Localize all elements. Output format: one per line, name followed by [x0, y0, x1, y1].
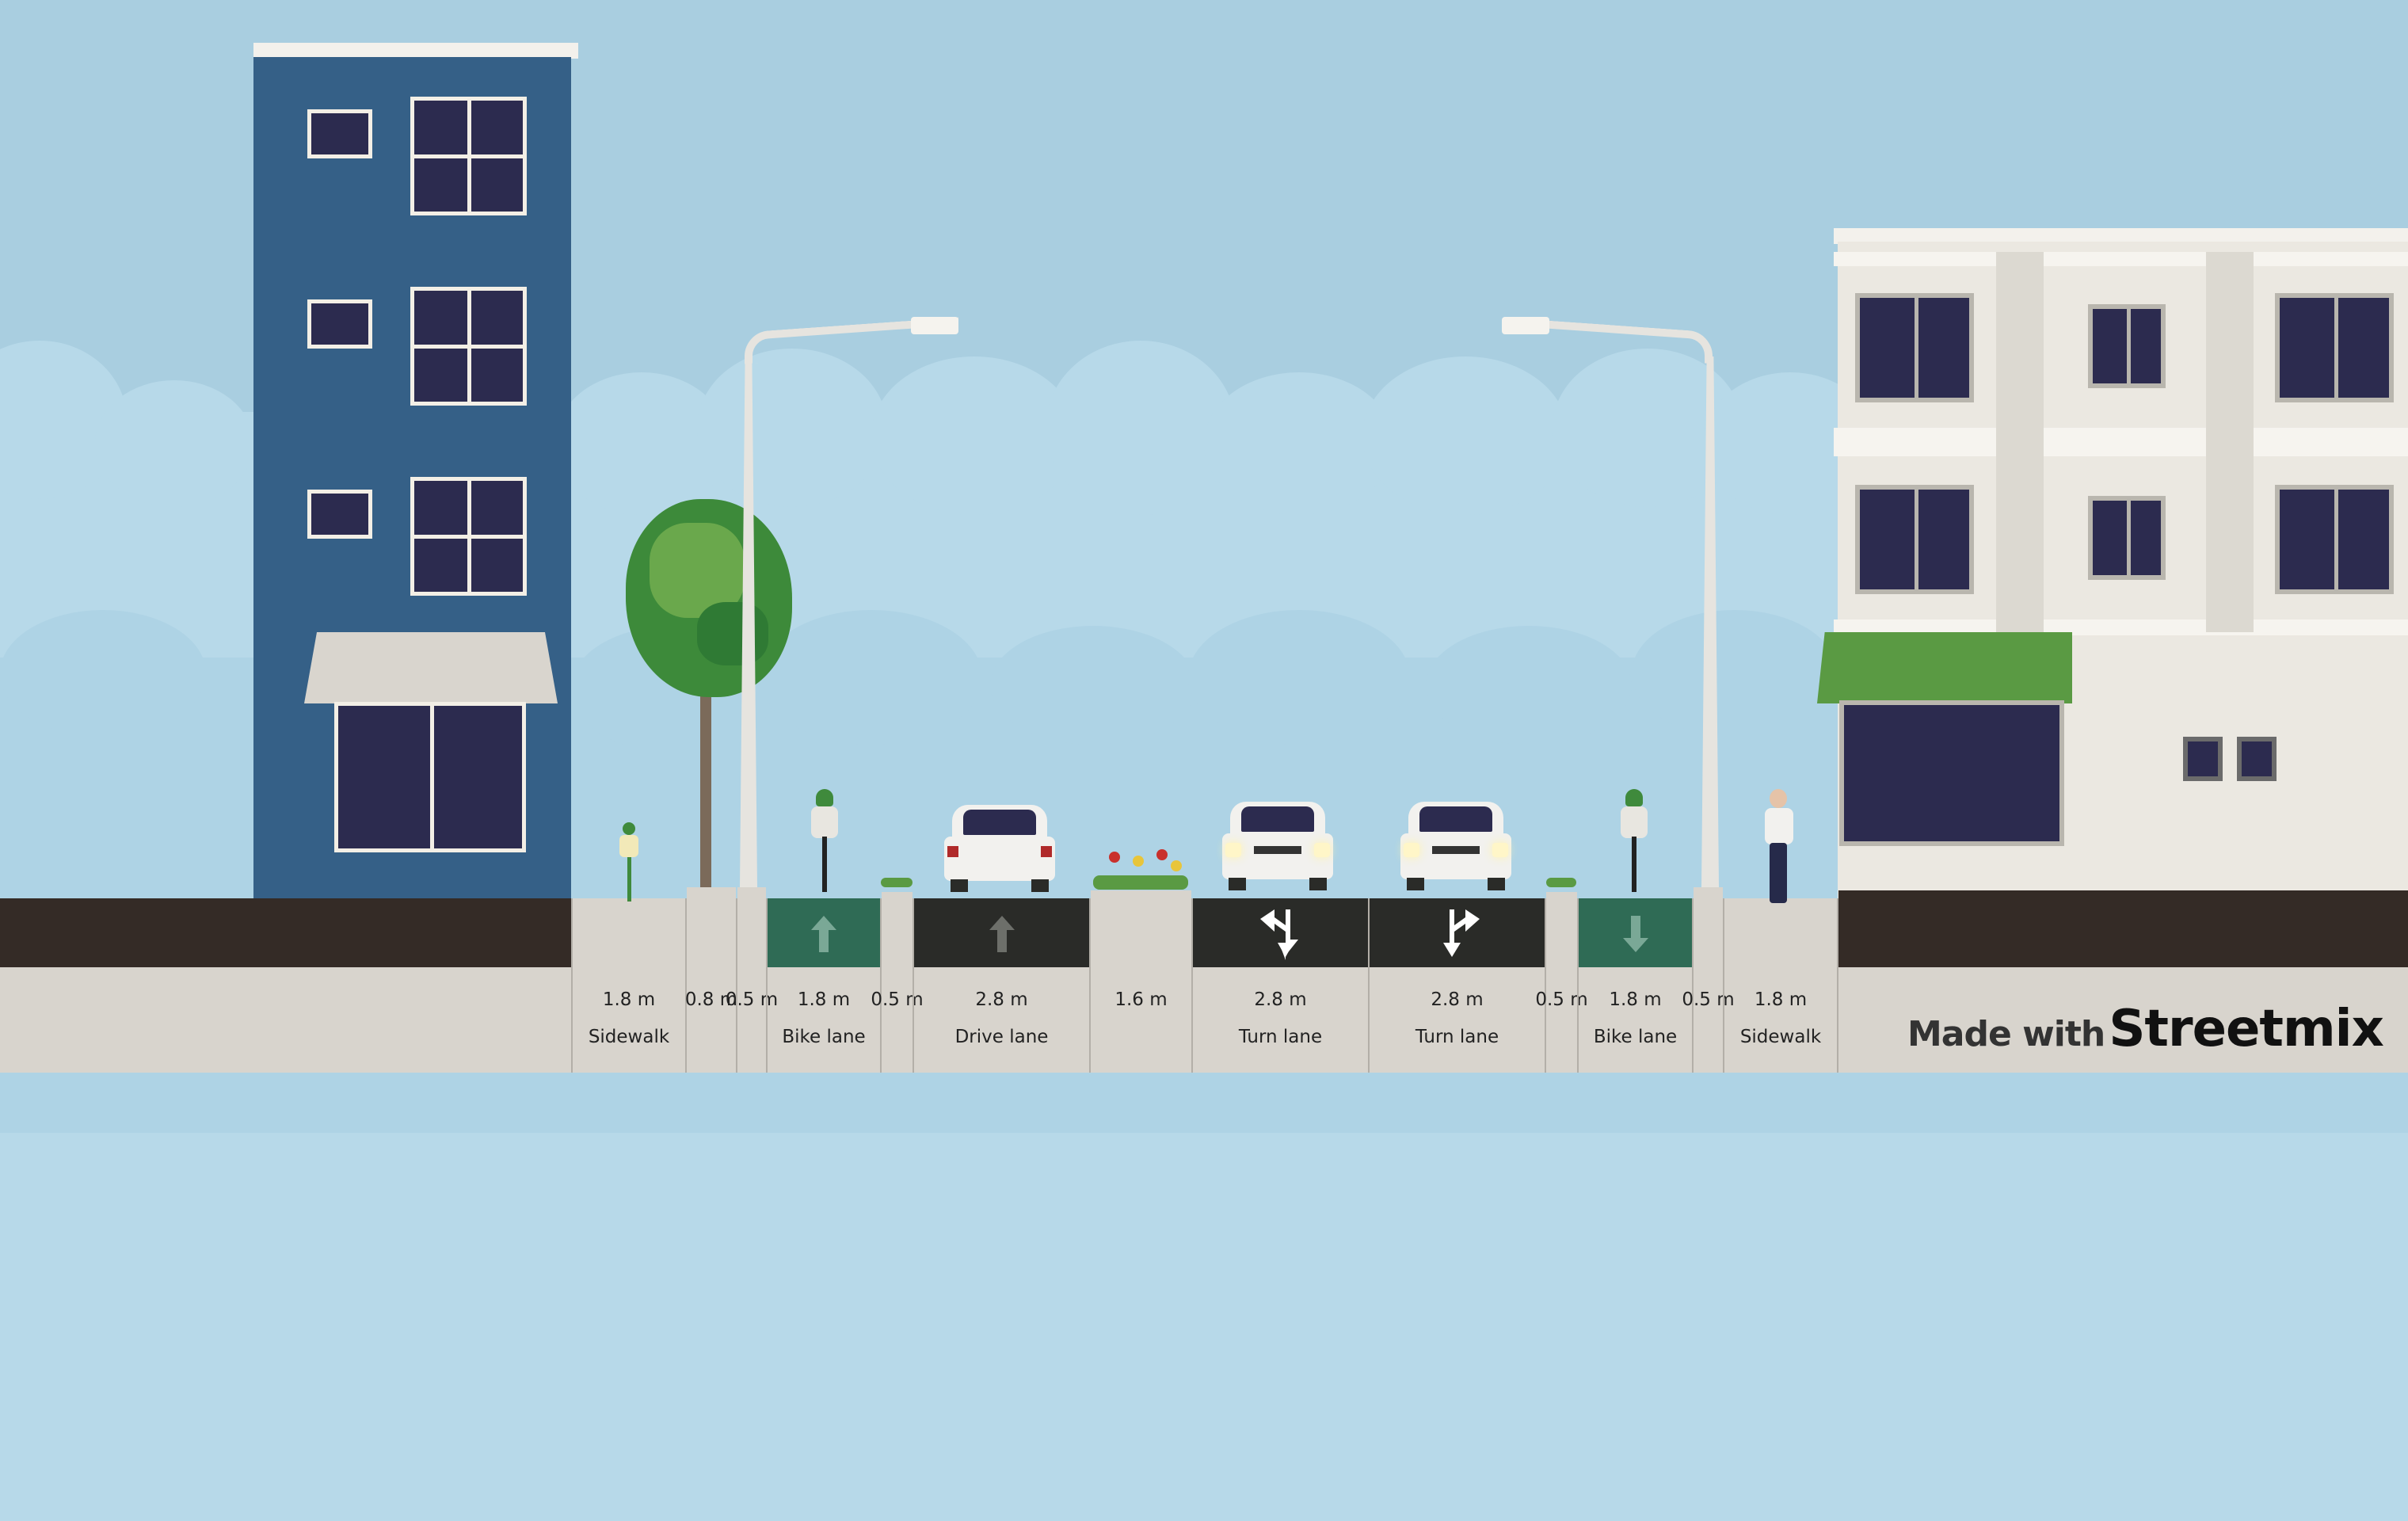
segment-name: Bike lane: [1593, 1027, 1678, 1047]
segment-width: 1.8 m: [797, 989, 851, 1010]
awning: [304, 632, 558, 703]
arrow-down-icon: [1622, 916, 1648, 952]
segment-name: Turn lane: [1415, 1027, 1499, 1047]
arrow-up-icon: [989, 916, 1015, 952]
segment-width: 0.5 m: [1682, 989, 1735, 1010]
segment-name: Sidewalk: [588, 1027, 670, 1047]
segment-buffer[interactable]: 0.5 m: [726, 887, 778, 1073]
awning: [1817, 632, 2072, 703]
car-front: [1222, 802, 1333, 890]
segment-name: Bike lane: [782, 1027, 866, 1047]
segment-sidewalk[interactable]: 1.8 m Sidewalk: [1723, 898, 1838, 1073]
window: [307, 299, 372, 349]
segment-width: 2.8 m: [1254, 989, 1307, 1010]
ground-right: [1838, 890, 2408, 967]
window: [307, 490, 372, 539]
segment-width: 0.5 m: [1535, 989, 1588, 1010]
segment-drive-lane[interactable]: 2.8 m Drive lane: [913, 898, 1089, 1073]
ground-left: [0, 898, 571, 967]
segment-buffer[interactable]: 0.5 m: [1682, 887, 1735, 1073]
car-front: [1400, 802, 1511, 890]
car-rear: [944, 805, 1055, 892]
segment-planter[interactable]: 1.6 m: [1089, 890, 1191, 1073]
window: [307, 109, 372, 158]
segment-width: 0.5 m: [871, 989, 924, 1010]
segment-bike-lane[interactable]: 1.8 m Bike lane: [1577, 898, 1692, 1073]
segment-buffer[interactable]: 0.5 m: [871, 892, 924, 1073]
segment-sidewalk[interactable]: 1.8 m Sidewalk: [571, 898, 685, 1073]
arrow-left-straight-icon: [1259, 909, 1298, 960]
segment-name: Sidewalk: [1739, 1027, 1822, 1047]
segment-width: 1.8 m: [1609, 989, 1662, 1010]
segment-width: 1.8 m: [1754, 989, 1808, 1010]
segment-name: Turn lane: [1238, 1027, 1323, 1047]
window: [410, 287, 527, 406]
segment-furniture[interactable]: 0.8 m: [685, 887, 737, 1073]
segment-width: 0.5 m: [725, 989, 779, 1010]
segment-width: 1.8 m: [602, 989, 656, 1010]
storefront-window: [334, 702, 526, 852]
segment-turn-lane[interactable]: 2.8 m Turn lane: [1191, 898, 1368, 1073]
credit-prefix: Made with: [1907, 1014, 2105, 1054]
arrow-up-icon: [811, 916, 836, 952]
segment-width: 2.8 m: [1431, 989, 1484, 1010]
segment-width: 2.8 m: [975, 989, 1028, 1010]
streetmix-credit[interactable]: Made with Streetmix: [1907, 1000, 2384, 1058]
segment-width: 1.6 m: [1114, 989, 1168, 1010]
segment-width: 0.8 m: [684, 989, 738, 1010]
footer-band: [0, 967, 2408, 1073]
segment-buffer[interactable]: 0.5 m: [1535, 892, 1588, 1073]
segment-turn-lane[interactable]: 2.8 m Turn lane: [1368, 898, 1545, 1073]
window: [410, 97, 527, 215]
segment-name: Drive lane: [954, 1027, 1049, 1047]
segment-bike-lane[interactable]: 1.8 m Bike lane: [766, 898, 880, 1073]
credit-brand: Streetmix: [2109, 1000, 2384, 1058]
arrow-right-straight-icon: [1442, 909, 1480, 957]
window: [410, 477, 527, 596]
